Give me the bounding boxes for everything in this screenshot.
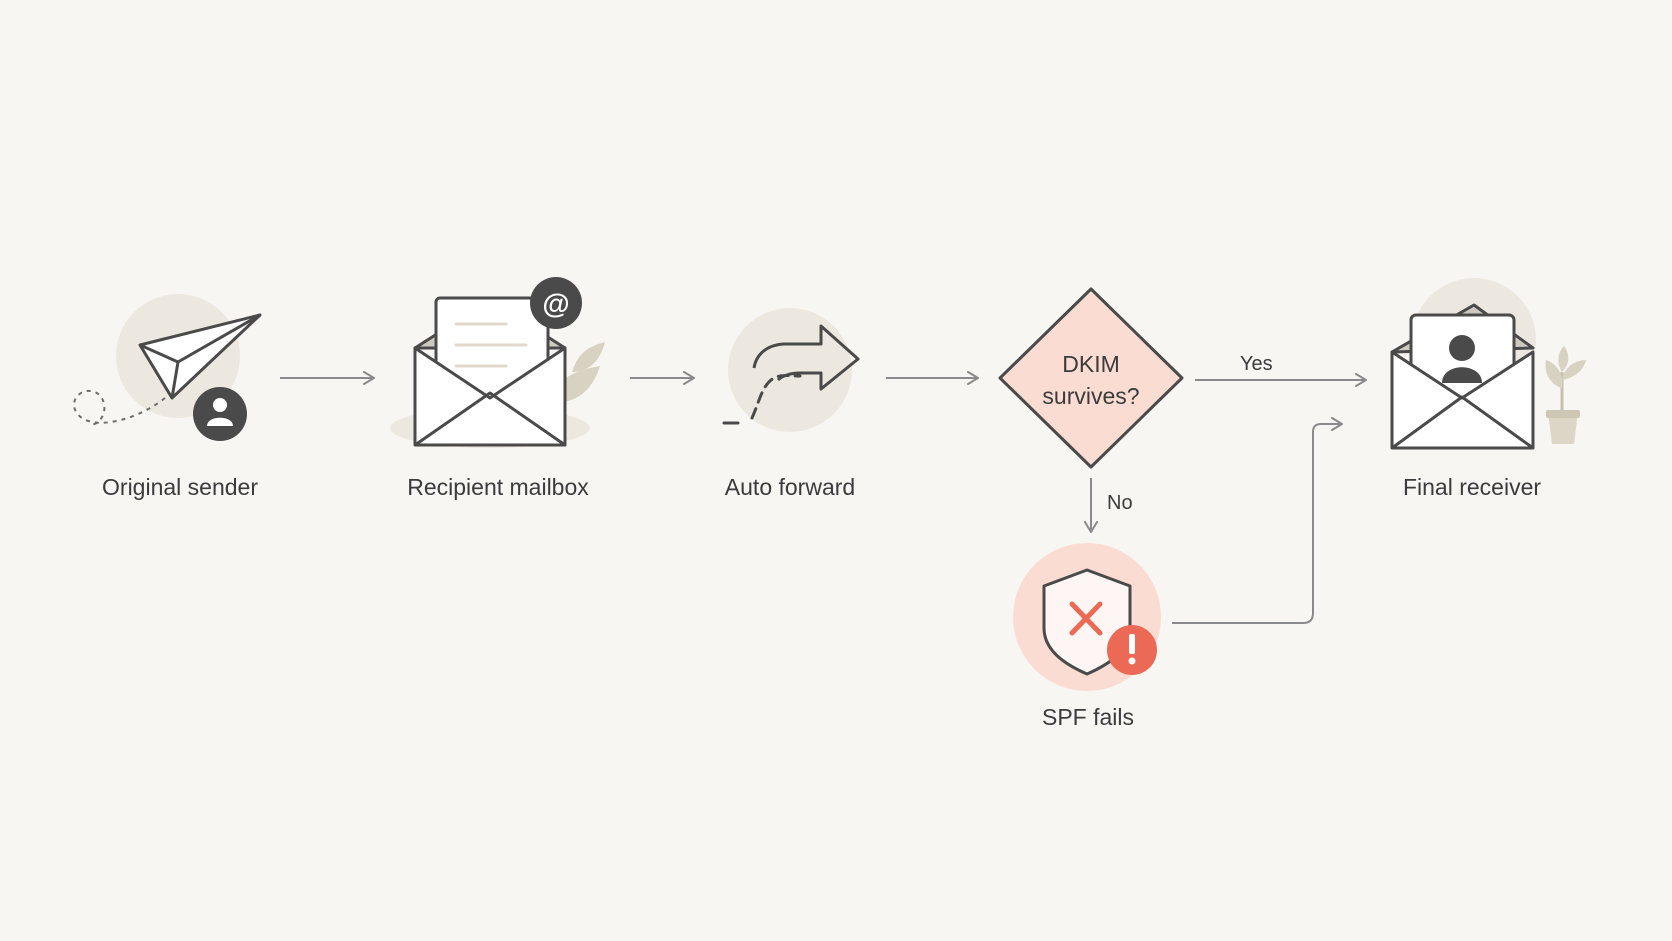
- auto-forward-label: Auto forward: [724, 474, 856, 500]
- decision-label-line1: DKIM: [1062, 351, 1120, 377]
- potted-plant-icon: [1545, 346, 1586, 444]
- spf-to-receiver-connector: [1172, 417, 1343, 624]
- forward-arrow-icon: [722, 308, 860, 432]
- decision-label-line2: survives?: [1042, 383, 1139, 409]
- open-envelope-icon: [390, 296, 605, 448]
- svg-text:@: @: [542, 288, 569, 319]
- decision-diamond: [998, 287, 1184, 469]
- alert-icon: [1107, 625, 1157, 675]
- spf-fails-label: SPF fails: [1041, 704, 1135, 730]
- at-sign-icon: @: [530, 277, 582, 329]
- sender-avatar-icon: [193, 387, 247, 441]
- envelope-user-icon: [1390, 278, 1536, 450]
- paper-plane-icon: [73, 294, 262, 426]
- original-sender-label: Original sender: [102, 474, 258, 500]
- no-label: No: [1107, 492, 1133, 514]
- recipient-mailbox-label: Recipient mailbox: [407, 474, 589, 500]
- final-receiver-label: Final receiver: [1402, 474, 1542, 500]
- yes-label: Yes: [1240, 353, 1273, 375]
